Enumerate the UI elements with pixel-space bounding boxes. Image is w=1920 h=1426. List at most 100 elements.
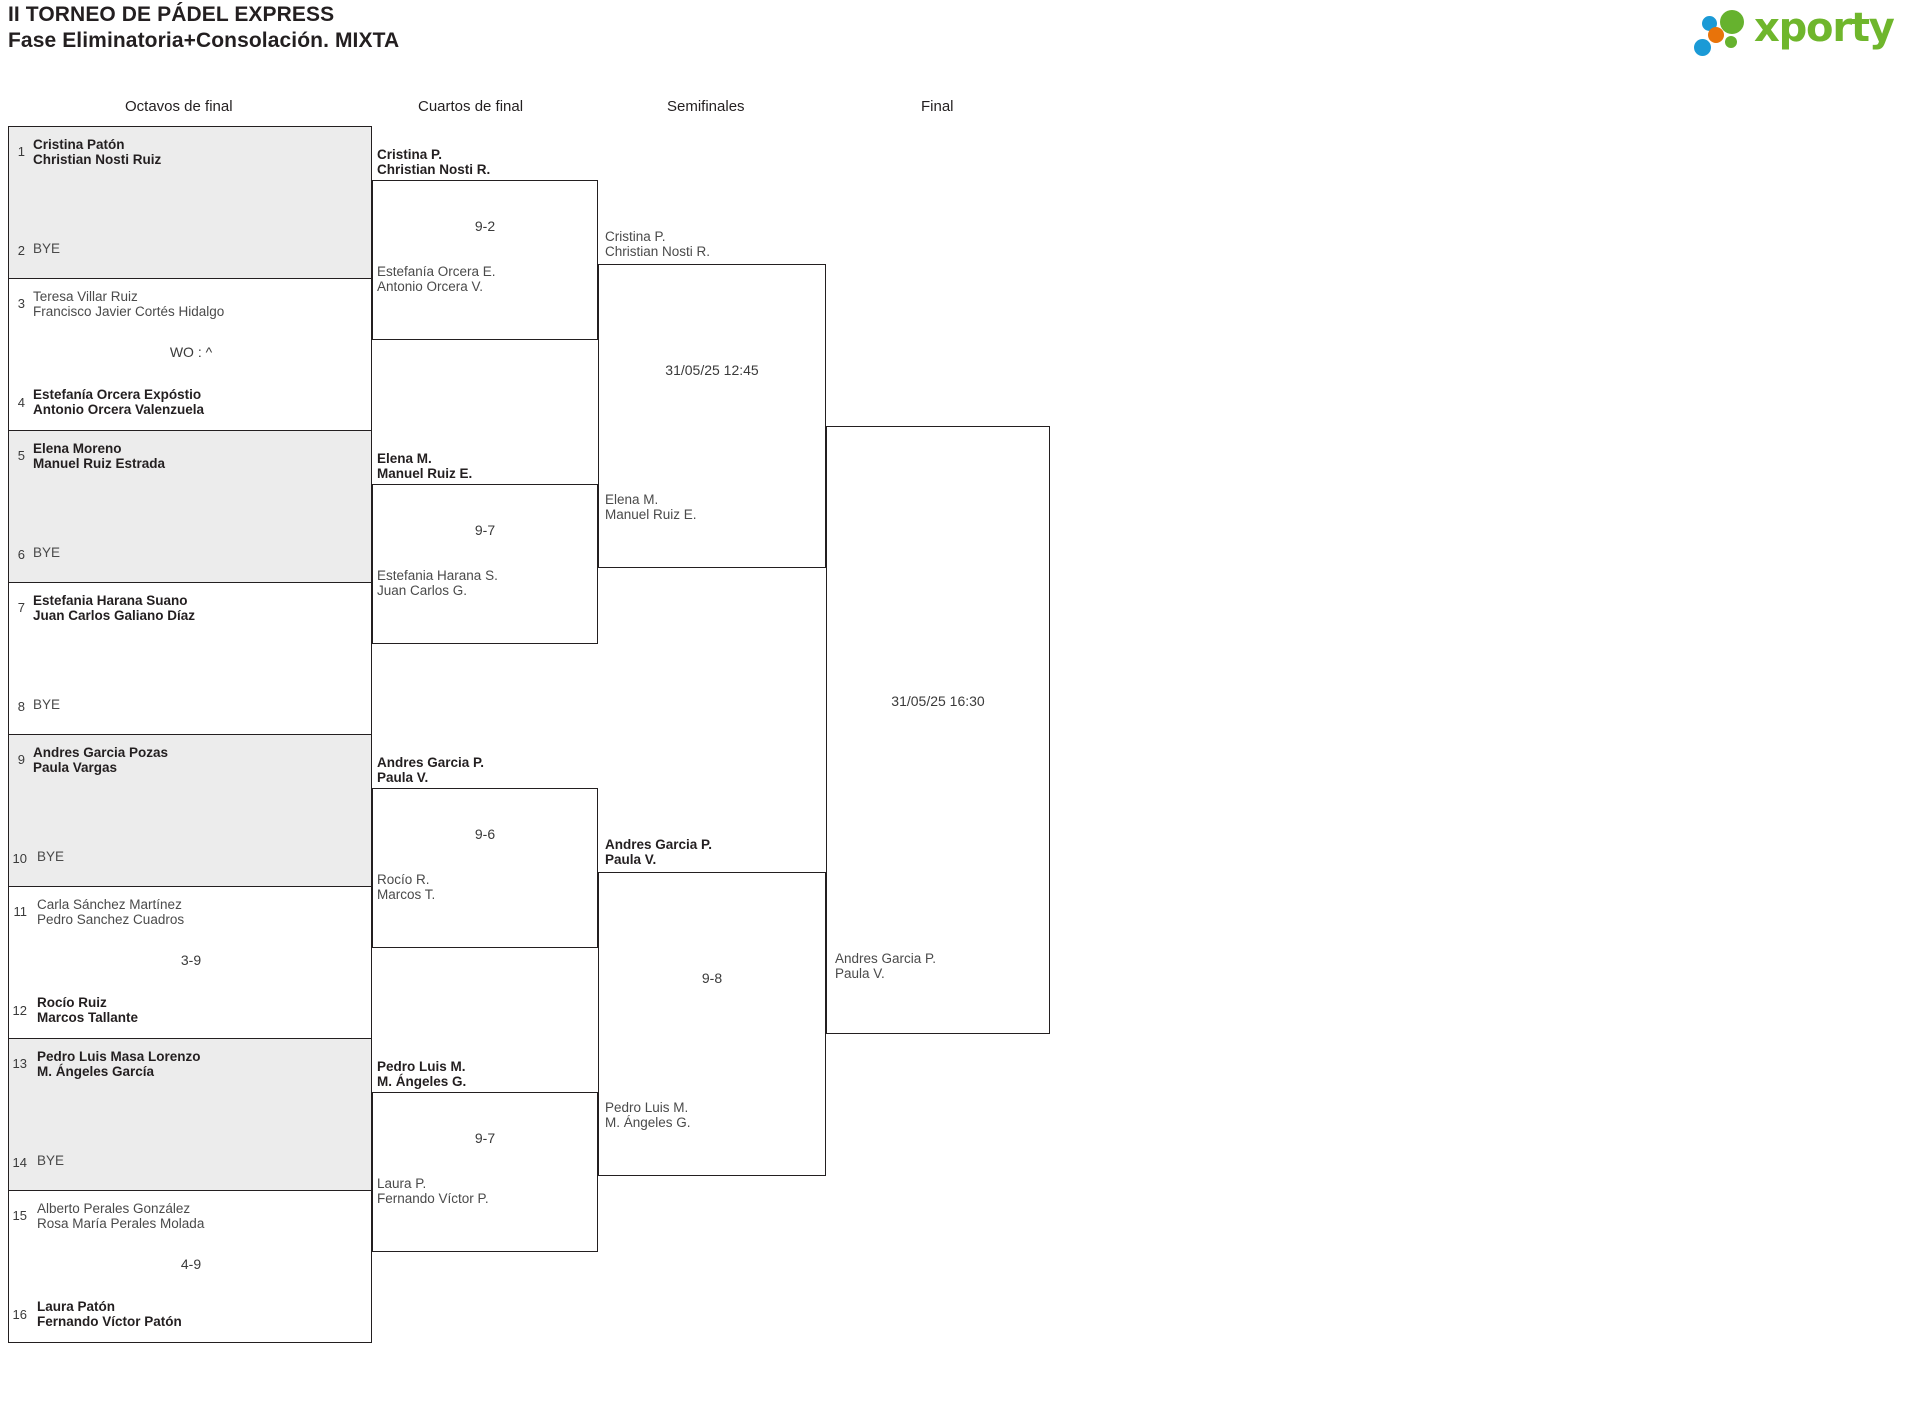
team-name-line2: M. Ángeles G. <box>377 1074 467 1089</box>
seed-number: 15 <box>12 1208 27 1223</box>
team-name-line1: Estefanía Orcera E. <box>377 264 496 279</box>
team-name-line2: Paula V. <box>835 966 885 981</box>
team-name-line2: Antonio Orcera Valenzuela <box>33 402 205 417</box>
match-score: 31/05/25 12:45 <box>665 362 759 378</box>
seed-number: 10 <box>12 851 27 866</box>
team-name-line2: Antonio Orcera V. <box>377 279 484 294</box>
match-score: 31/05/25 16:30 <box>891 693 985 709</box>
team-name-line1: Pedro Luis M. <box>605 1100 689 1115</box>
match-score: WO : ^ <box>169 344 213 360</box>
team-name-line1: BYE <box>33 241 61 256</box>
r16-match-8[interactable]: 15 Alberto Perales González Rosa María P… <box>8 1190 372 1343</box>
team-name-line1: Estefanía Orcera Expóstio <box>33 387 202 402</box>
team-name-line2: Juan Carlos Galiano Díaz <box>33 608 196 623</box>
team-name-line2: Juan Carlos G. <box>377 583 468 598</box>
r16-match-7[interactable]: 13 Pedro Luis Masa Lorenzo M. Ángeles Ga… <box>8 1038 372 1191</box>
team-name-line1: Laura P. <box>377 1176 427 1191</box>
page-title: II TORNEO DE PÁDEL EXPRESS Fase Eliminat… <box>8 2 399 54</box>
final-match[interactable]: 31/05/25 16:30 Andres Garcia P. Paula V. <box>826 420 1126 1034</box>
sf-match-2[interactable]: Andres Garcia P. Paula V. 9-8 Pedro Luis… <box>598 828 878 1198</box>
team-name-line1: Rocío Ruiz <box>37 995 107 1010</box>
team-name-line2: Christian Nosti R. <box>377 162 491 177</box>
team-name-line1: Cristina P. <box>605 229 666 244</box>
team-name-line1: Pedro Luis M. <box>377 1059 466 1074</box>
qf-match-4[interactable]: Pedro Luis M. M. Ángeles G. 9-7 Laura P.… <box>372 1052 602 1272</box>
seed-number: 5 <box>17 448 25 463</box>
team-name-line1: Elena M. <box>377 451 432 466</box>
seed-number: 1 <box>17 144 25 159</box>
seed-number: 9 <box>17 752 25 767</box>
seed-number: 7 <box>17 600 25 615</box>
r16-match-1[interactable]: 1 Cristina Patón Christian Nosti Ruiz 2 … <box>8 126 372 279</box>
r16-match-2[interactable]: 3 Teresa Villar Ruiz Francisco Javier Co… <box>8 278 372 431</box>
team-name-line1: Elena Moreno <box>33 441 122 456</box>
tournament-phase: Fase Eliminatoria+Consolación. MIXTA <box>8 29 400 52</box>
round-header-semifinales: Semifinales <box>667 98 745 115</box>
r16-match-6[interactable]: 11 Carla Sánchez Martínez Pedro Sanchez … <box>8 886 372 1039</box>
seed-number: 12 <box>12 1003 27 1018</box>
team-name-line2: Manuel Ruiz E. <box>377 466 473 481</box>
team-name-line1: Laura Patón <box>37 1299 116 1314</box>
match-score: 9-7 <box>474 522 496 538</box>
match-score: 9-7 <box>474 1130 496 1146</box>
xporty-wordmark: xporty <box>1754 5 1895 51</box>
sf-match-1[interactable]: Cristina P. Christian Nosti R. 31/05/25 … <box>598 220 878 590</box>
seed-number: 16 <box>12 1307 27 1322</box>
round-header-cuartos: Cuartos de final <box>418 98 524 115</box>
seed-number: 14 <box>12 1155 27 1170</box>
match-score: 4-9 <box>180 1256 202 1272</box>
team-name-line2: Marcos Tallante <box>37 1010 139 1025</box>
team-name-line2: M. Ángeles G. <box>605 1115 691 1130</box>
tournament-name: II TORNEO DE PÁDEL EXPRESS <box>8 3 335 26</box>
team-name-line1: Andres Garcia P. <box>377 755 485 770</box>
seed-number: 6 <box>17 547 25 562</box>
team-name-line1: Carla Sánchez Martínez <box>37 897 182 912</box>
team-name-line2: M. Ángeles García <box>37 1064 155 1079</box>
team-name-line2: Paula V. <box>605 852 657 867</box>
r16-match-3[interactable]: 5 Elena Moreno Manuel Ruiz Estrada 6 BYE <box>8 430 372 583</box>
team-name-line1: Alberto Perales González <box>37 1201 191 1216</box>
team-name-line1: Cristina Patón <box>33 137 125 152</box>
team-name-line2: Manuel Ruiz E. <box>605 507 697 522</box>
team-name-line2: Marcos T. <box>377 887 436 902</box>
team-name-line1: Teresa Villar Ruiz <box>33 289 138 304</box>
team-name-line2: Christian Nosti Ruiz <box>33 152 162 167</box>
match-score: 9-6 <box>474 826 496 842</box>
team-name-line1: BYE <box>37 849 65 864</box>
team-name-line1: Estefania Harana Suano <box>33 593 188 608</box>
r16-match-4[interactable]: 7 Estefania Harana Suano Juan Carlos Gal… <box>8 582 372 735</box>
seed-number: 3 <box>17 296 25 311</box>
team-name-line1: Cristina P. <box>377 147 443 162</box>
team-name-line1: BYE <box>33 697 61 712</box>
team-name-line1: Elena M. <box>605 492 659 507</box>
team-name-line2: Paula Vargas <box>33 760 118 775</box>
match-score: 9-2 <box>474 218 496 234</box>
r16-match-5[interactable]: 9 Andres Garcia Pozas Paula Vargas 10 BY… <box>8 734 372 887</box>
team-name-line2: Francisco Javier Cortés Hidalgo <box>33 304 225 319</box>
qf-match-2[interactable]: Elena M. Manuel Ruiz E. 9-7 Estefania Ha… <box>372 444 602 664</box>
team-name-line1: Andres Garcia P. <box>605 837 713 852</box>
round-header-octavos: Octavos de final <box>125 98 233 115</box>
seed-number: 8 <box>17 699 25 714</box>
team-name-line2: Manuel Ruiz Estrada <box>33 456 166 471</box>
qf-match-1[interactable]: Cristina P. Christian Nosti R. 9-2 Estef… <box>372 140 602 360</box>
team-name-line2: Pedro Sanchez Cuadros <box>37 912 185 927</box>
team-name-line1: BYE <box>37 1153 65 1168</box>
team-name-line2: Paula V. <box>377 770 429 785</box>
team-name-line2: Fernando Víctor P. <box>377 1191 489 1206</box>
xporty-dots-icon <box>1692 10 1754 56</box>
match-score: 9-8 <box>701 970 723 986</box>
team-name-line1: Estefania Harana S. <box>377 568 498 583</box>
team-name-line1: Pedro Luis Masa Lorenzo <box>37 1049 201 1064</box>
team-name-line2: Fernando Víctor Patón <box>37 1314 182 1329</box>
xporty-logo: xporty <box>1692 5 1912 58</box>
seed-number: 4 <box>17 395 25 410</box>
team-name-line1: Rocío R. <box>377 872 430 887</box>
team-name-line1: Andres Garcia P. <box>835 951 937 966</box>
qf-match-3[interactable]: Andres Garcia P. Paula V. 9-6 Rocío R. M… <box>372 748 602 968</box>
team-name-line1: Andres Garcia Pozas <box>33 745 169 760</box>
round-header-final: Final <box>921 98 954 115</box>
seed-number: 2 <box>17 243 25 258</box>
match-score: 3-9 <box>180 952 202 968</box>
